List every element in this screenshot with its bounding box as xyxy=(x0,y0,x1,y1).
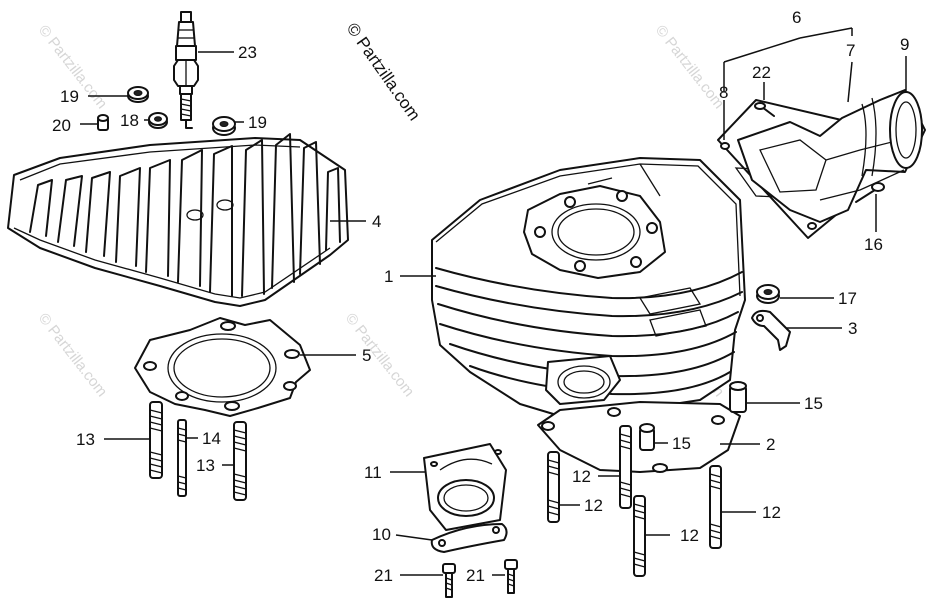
nut-19-right xyxy=(212,116,236,136)
label-21-right: 21 xyxy=(466,566,485,585)
grommet-17 xyxy=(756,284,780,304)
label-1: 1 xyxy=(384,267,393,286)
leader-lines xyxy=(80,27,907,576)
label-7: 7 xyxy=(846,41,855,60)
label-6: 6 xyxy=(792,8,801,27)
watermark: © Partzilla.com xyxy=(35,310,111,400)
label-8: 8 xyxy=(719,83,728,102)
label-2: 2 xyxy=(766,435,775,454)
label-18: 18 xyxy=(120,111,139,130)
cylinder xyxy=(431,157,746,417)
label-22: 22 xyxy=(752,63,771,82)
stud-12-d xyxy=(709,465,722,549)
stud-12-a xyxy=(547,451,560,523)
label-12-d: 12 xyxy=(762,503,781,522)
label-16: 16 xyxy=(864,235,883,254)
label-23: 23 xyxy=(238,43,257,62)
label-15-right: 15 xyxy=(804,394,823,413)
stud-13-left xyxy=(149,401,163,479)
label-9: 9 xyxy=(900,35,909,54)
label-5: 5 xyxy=(362,346,371,365)
dowel-15-right xyxy=(729,381,747,413)
bracket-3 xyxy=(751,309,791,351)
bolt-21-left xyxy=(442,563,456,598)
label-4: 4 xyxy=(372,212,381,231)
label-19-left: 19 xyxy=(60,87,79,106)
label-15-center: 15 xyxy=(672,434,691,453)
washer-20 xyxy=(97,114,109,131)
label-12-c: 12 xyxy=(680,526,699,545)
label-13-right: 13 xyxy=(196,456,215,475)
label-3: 3 xyxy=(848,319,857,338)
screw-22 xyxy=(754,102,775,117)
label-19-right: 19 xyxy=(248,113,267,132)
bolt-21-right xyxy=(504,559,518,594)
intake-manifold xyxy=(737,89,926,223)
copyright-text: © Partzilla.com xyxy=(343,19,424,124)
stud-12-b xyxy=(619,425,632,509)
callout-labels: 23 19 20 18 19 4 5 13 14 13 1 6 7 8 9 22… xyxy=(52,8,909,585)
stud-14 xyxy=(177,419,187,497)
head-gasket xyxy=(134,317,311,417)
label-12-b: 12 xyxy=(584,496,603,515)
nut-18 xyxy=(148,112,168,129)
label-13-left: 13 xyxy=(76,430,95,449)
spark-plug xyxy=(173,11,199,129)
stud-13-right xyxy=(233,421,247,501)
label-21-left: 21 xyxy=(374,566,393,585)
label-11: 11 xyxy=(364,463,382,482)
stud-12-c xyxy=(633,495,646,577)
plate-10 xyxy=(430,523,508,553)
label-20: 20 xyxy=(52,116,71,135)
dowel-15-center xyxy=(639,423,655,451)
label-14: 14 xyxy=(202,429,221,448)
exhaust-flange xyxy=(423,443,507,531)
bolt-16 xyxy=(855,182,885,203)
watermark: © Partzilla.com xyxy=(652,22,728,112)
label-17: 17 xyxy=(838,289,857,308)
nut-19-left xyxy=(127,86,149,103)
cylinder-head xyxy=(7,133,349,307)
label-12-a: 12 xyxy=(572,467,591,486)
label-10: 10 xyxy=(372,525,391,544)
